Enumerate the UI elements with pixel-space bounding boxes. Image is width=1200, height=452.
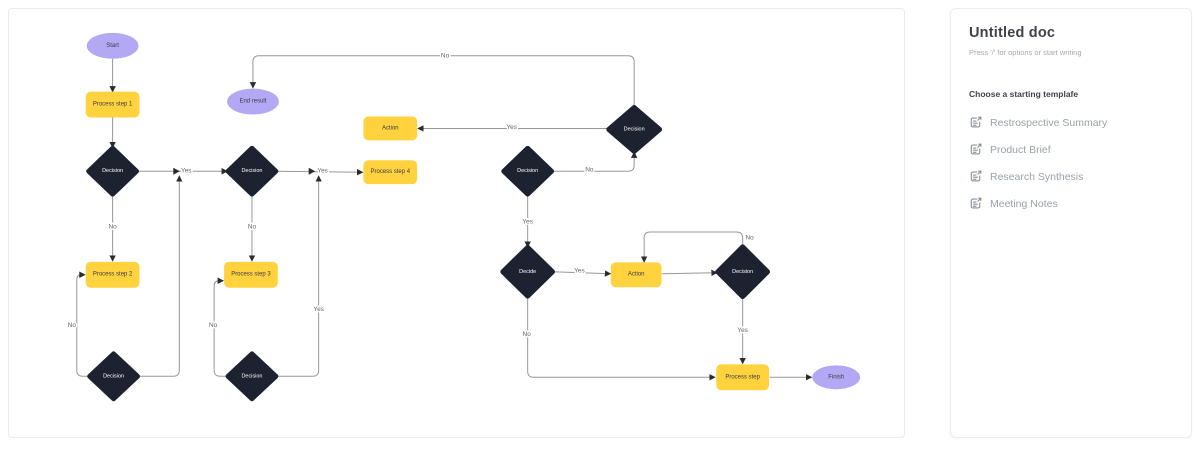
edge-label: No: [746, 234, 755, 241]
node-action-1[interactable]: Action: [363, 116, 418, 141]
node-process-step-2[interactable]: Process step 2: [85, 261, 140, 288]
node-decision-5[interactable]: Decision: [606, 105, 663, 154]
edge-label: No: [441, 52, 450, 59]
node-start[interactable]: Start: [86, 32, 139, 59]
template-item-label: Product Brief: [990, 143, 1051, 156]
edge-d2-to-yes-line[interactable]: [137, 175, 183, 377]
edge-decide-to-p5[interactable]: [527, 296, 716, 381]
edge-label: No: [248, 223, 257, 230]
node-decision-4[interactable]: Decision: [225, 351, 279, 402]
node-process-step-3[interactable]: Process step 3: [224, 261, 278, 288]
template-doc-icon: [970, 116, 982, 128]
template-doc-icon: [970, 170, 982, 182]
edge-d3-to-p4[interactable]: [275, 168, 364, 176]
edge-label: No: [68, 322, 77, 329]
edge-label: Yes: [574, 267, 585, 274]
node-process-step-5[interactable]: Process step: [716, 364, 770, 391]
doc-editor-placeholder[interactable]: Press '/' for options or start writing: [969, 48, 1082, 57]
edge-label: Yes: [317, 168, 328, 175]
edge-d2-to-p2[interactable]: [76, 271, 90, 377]
template-item-label: Research Synthesis: [990, 170, 1084, 183]
node-finish[interactable]: Finish: [812, 365, 861, 390]
edge-label: No: [209, 322, 218, 329]
template-item-meeting-notes[interactable]: Meeting Notes: [969, 190, 1173, 217]
template-item-label: Restrospective Summary: [990, 116, 1108, 129]
template-doc-icon: [970, 197, 982, 209]
edge-label: Yes: [313, 306, 324, 313]
edge-d5-to-end-result[interactable]: [249, 55, 635, 108]
edge-label: No: [585, 167, 594, 174]
edge-d6-to-d5[interactable]: [551, 151, 638, 172]
node-decision-7[interactable]: Decision: [715, 244, 771, 300]
edge-action2-to-d7[interactable]: [662, 269, 718, 277]
template-item-retrospective-summary[interactable]: Restrospective Summary: [969, 109, 1173, 136]
template-item-research-synthesis[interactable]: Research Synthesis: [969, 163, 1173, 190]
edge-label: Yes: [737, 327, 748, 334]
edge-d7-to-action2-loop[interactable]: [640, 231, 744, 263]
edge-decide-to-action2[interactable]: [552, 270, 612, 277]
arrowhead: [173, 167, 180, 175]
edge-label: No: [108, 223, 117, 230]
edge-label: Yes: [522, 219, 533, 226]
doc-panel: Untitled doc Press '/' for options or st…: [950, 8, 1192, 438]
edge-d4-to-p3[interactable]: [213, 277, 229, 377]
edge-d4-to-yes-line[interactable]: [275, 175, 322, 377]
edge-label: No: [523, 331, 532, 338]
node-end-result[interactable]: End result: [227, 88, 279, 115]
node-action-2[interactable]: Action: [610, 262, 662, 288]
template-section-heading: Choose a starting templafe: [969, 89, 1079, 99]
node-decision-1[interactable]: Decision: [86, 145, 139, 197]
doc-title[interactable]: Untitled doc: [969, 25, 1056, 41]
edge-label: Yes: [181, 168, 192, 175]
edge-label: Yes: [506, 124, 517, 131]
arrowhead: [308, 167, 316, 175]
template-list: Restrospective Summary Product Brief Res…: [969, 109, 1173, 217]
template-item-label: Meeting Notes: [990, 197, 1058, 210]
node-process-step-1[interactable]: Process step 1: [85, 91, 140, 118]
node-decision-2[interactable]: Decision: [87, 351, 140, 402]
node-decide[interactable]: Decide: [500, 244, 556, 299]
template-doc-icon: [970, 143, 982, 155]
template-item-product-brief[interactable]: Product Brief: [969, 136, 1173, 163]
node-decision-6[interactable]: Decision: [501, 145, 555, 197]
node-process-step-4[interactable]: Process step 4: [363, 160, 418, 185]
node-decision-3[interactable]: Decision: [225, 145, 279, 197]
